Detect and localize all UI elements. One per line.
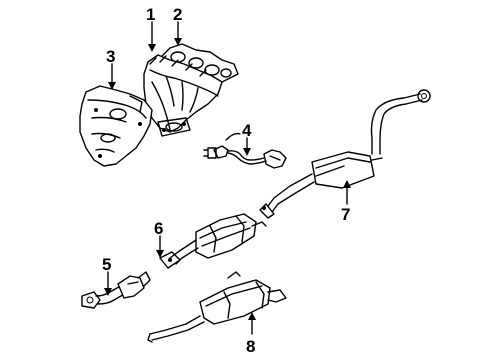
callout-8: 8 bbox=[246, 337, 255, 356]
callout-7: 7 bbox=[341, 205, 350, 224]
catalytic-converter-part6 bbox=[159, 213, 267, 269]
rear-muffler-part8 bbox=[147, 271, 287, 343]
callout-4: 4 bbox=[242, 121, 252, 140]
callout-6: 6 bbox=[154, 219, 163, 238]
callout-5: 5 bbox=[102, 255, 111, 274]
center-muffler-part7 bbox=[259, 89, 431, 219]
oxygen-sensor-part4 bbox=[203, 132, 287, 169]
callout-3: 3 bbox=[106, 47, 115, 66]
callout-1: 1 bbox=[146, 5, 155, 24]
leader-lines bbox=[104, 21, 351, 335]
front-pipe-part5 bbox=[81, 271, 151, 309]
exhaust-manifold-part1 bbox=[143, 54, 223, 137]
heat-shield-part3 bbox=[79, 85, 153, 167]
callout-2: 2 bbox=[173, 5, 182, 24]
